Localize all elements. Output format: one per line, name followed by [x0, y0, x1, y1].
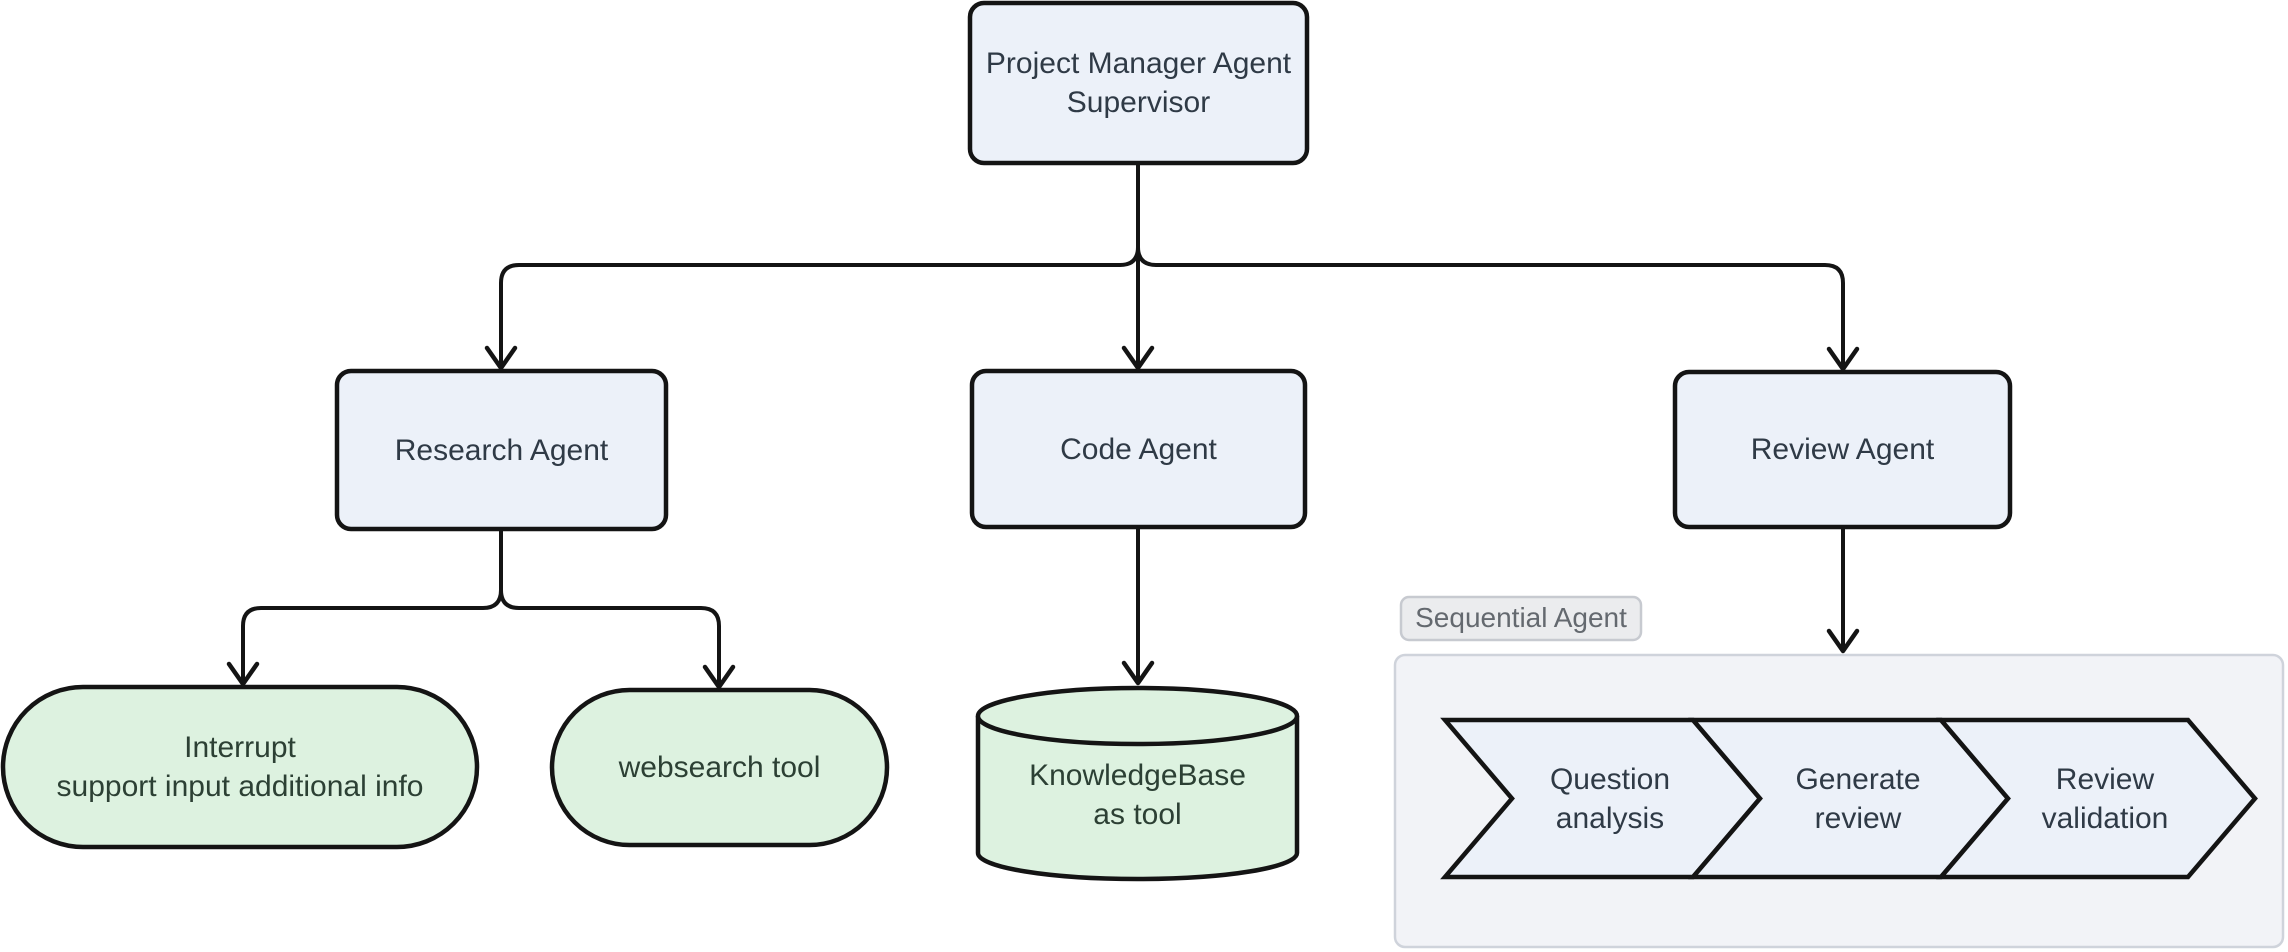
sequential-agent-label-badge — [1399, 595, 1643, 642]
code-agent-box — [969, 368, 1308, 530]
research-agent-box — [334, 368, 669, 532]
review-agent-box — [1672, 369, 2013, 530]
edge-code-knowledgebase — [1121, 527, 1155, 686]
edge-research-interrupt — [226, 529, 503, 687]
interrupt-stadium — [0, 684, 480, 850]
knowledgebase-cylinder — [975, 685, 1300, 882]
edge-supervisor-review — [1136, 163, 1860, 372]
websearch-stadium — [549, 687, 890, 848]
edge-supervisor-research — [484, 163, 1140, 371]
supervisor-box — [967, 0, 1310, 166]
edge-research-websearch — [499, 529, 736, 690]
review-validation-chevron — [1936, 717, 2258, 880]
edge-review-sequential — [1826, 527, 1860, 654]
